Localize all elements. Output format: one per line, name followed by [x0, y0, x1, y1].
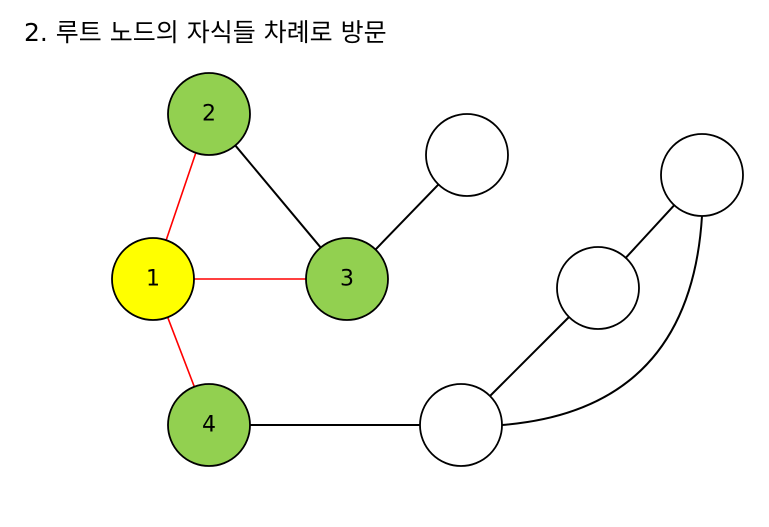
node-n5 [425, 113, 509, 197]
node-circle-n4 [167, 383, 251, 467]
node-circle-n8 [660, 133, 744, 217]
edge-n6-n7 [489, 316, 570, 397]
node-label-n4: 4 [202, 413, 216, 438]
edge-n1-n4 [166, 316, 196, 388]
node-n3: 3 [305, 237, 389, 321]
node-label-n1: 1 [146, 267, 160, 292]
node-circle-n7 [556, 246, 640, 330]
node-n8 [660, 133, 744, 217]
node-n1: 1 [111, 237, 195, 321]
node-n2: 2 [167, 72, 251, 156]
diagram-title: 2. 루트 노드의 자식들 차례로 방문 [24, 18, 387, 47]
nodes-layer: 1 2 3 4 [111, 72, 744, 467]
node-circle-n5 [425, 113, 509, 197]
node-n6 [419, 383, 503, 467]
node-label-n2: 2 [202, 102, 216, 127]
node-n4: 4 [167, 383, 251, 467]
node-circle-n2 [167, 72, 251, 156]
edge-n6-n8 [501, 215, 703, 426]
edge-n1-n2 [165, 152, 197, 241]
edge-n7-n8 [625, 204, 675, 259]
edges-layer [165, 144, 703, 426]
edge-n3-n5 [374, 183, 440, 251]
node-circle-n6 [419, 383, 503, 467]
node-label-n3: 3 [340, 267, 354, 292]
node-n7 [556, 246, 640, 330]
edge-n2-n3 [234, 144, 322, 249]
node-circle-n1 [111, 237, 195, 321]
node-circle-n3 [305, 237, 389, 321]
